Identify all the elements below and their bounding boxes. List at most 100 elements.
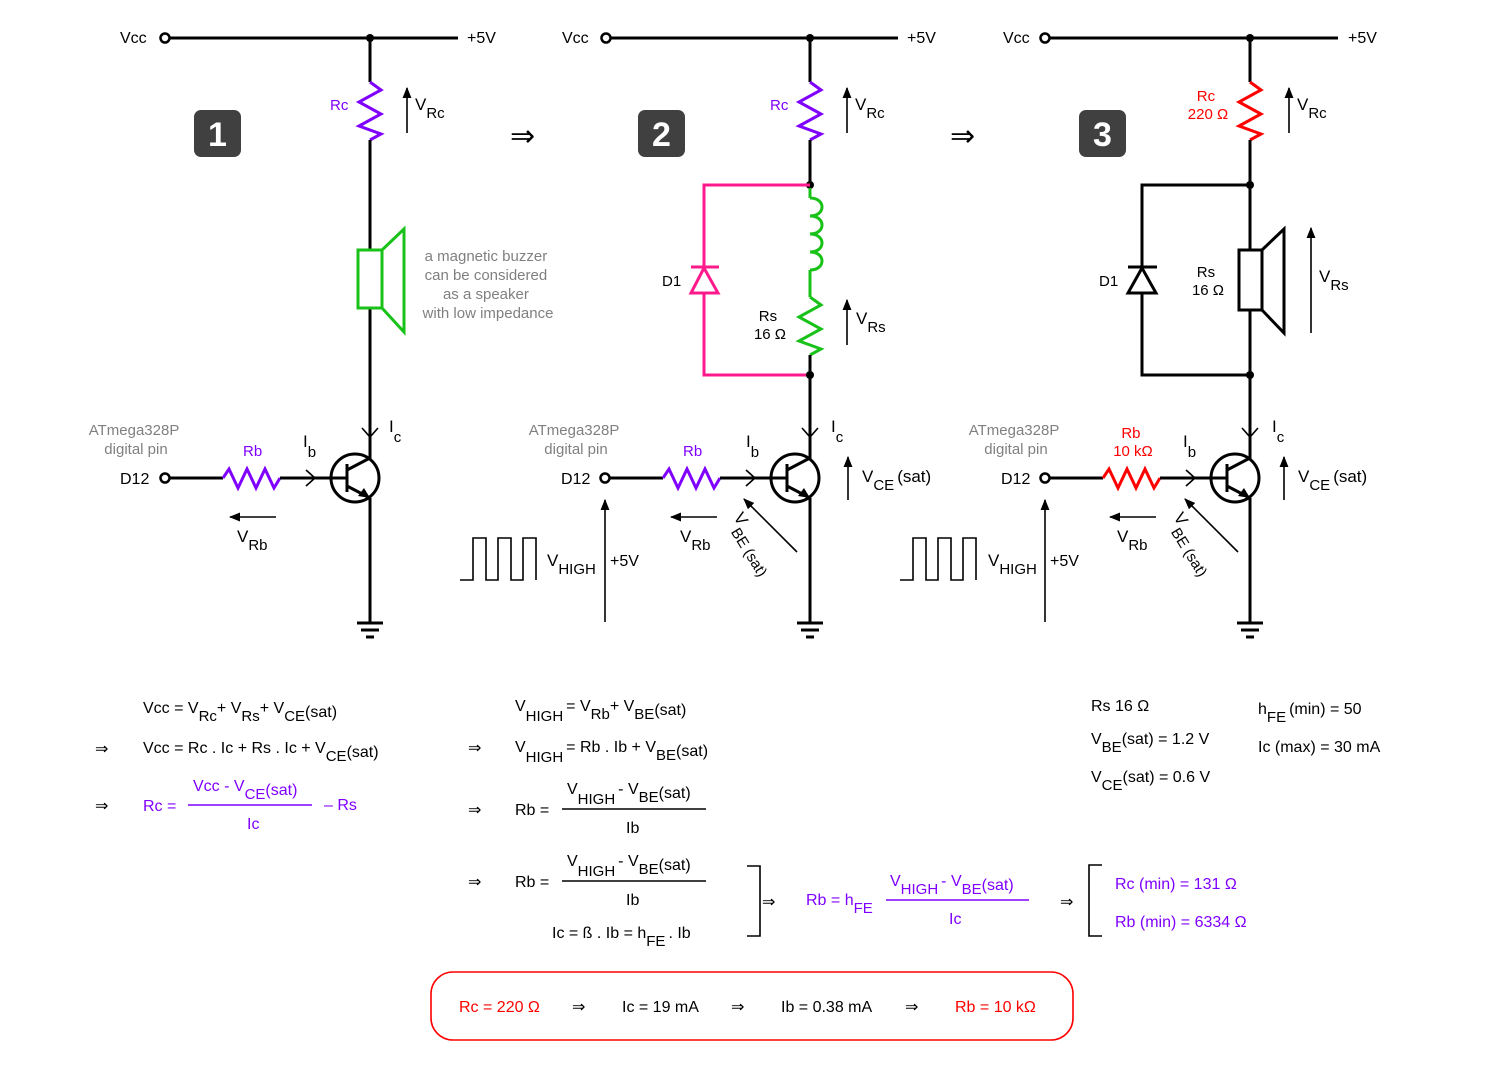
flyback-loop — [702, 183, 810, 377]
eq-vhigh-sum: VHIGH= VRb+ VBE(sat) — [515, 698, 686, 725]
rc-label: Rc 220 Ω — [1188, 88, 1228, 123]
vhigh-label: VHIGH — [988, 551, 1037, 578]
ic-label: Ic — [831, 417, 844, 446]
rs-resistor — [795, 295, 825, 357]
ib-label: Ib — [303, 432, 316, 461]
implies-arrow: ⇒ — [731, 999, 744, 1016]
ib-label: Ib — [746, 432, 759, 461]
given-values: Rs 16 Ω VBE(sat) = 1.2 V VCE(sat) = 0.6 … — [1091, 698, 1381, 794]
pin-label: D12 — [120, 471, 149, 488]
ic-arrow — [1241, 427, 1259, 439]
svg-text:Vcc - VCE(sat): Vcc - VCE(sat) — [193, 778, 297, 803]
vhigh-value: +5V — [1050, 553, 1079, 570]
square-wave-icon — [460, 537, 537, 581]
given-vce: VCE(sat) = 0.6 V — [1091, 769, 1210, 794]
vbe-label: VBE (sat) — [721, 509, 780, 580]
implies-arrow: ⇒ — [762, 894, 775, 911]
pin-label: D12 — [561, 471, 590, 488]
ic-arrow — [801, 427, 819, 439]
arrow-2-to-3: ⇒ — [950, 120, 975, 153]
svg-text:VHIGH- VBE(sat): VHIGH- VBE(sat) — [890, 873, 1014, 898]
result-rb-min: Rb (min) = 6334 Ω — [1115, 914, 1247, 931]
implies-arrow: ⇒ — [1060, 894, 1073, 911]
vcc-label: Vcc — [1003, 30, 1030, 47]
rb-label: Rb — [683, 443, 702, 460]
svg-text:Ib: Ib — [626, 820, 639, 837]
rs-label: Rs 16 Ω — [754, 308, 786, 343]
mcu-label: ATmega328P digital pin — [529, 422, 624, 458]
eq-ic-hfe: Ic = ß . Ib = hFE. Ib — [552, 925, 691, 950]
circuit-3: Vcc +5V Rc 220 Ω VRc 3 D1 — [900, 30, 1377, 639]
summary-rc: Rc = 220 Ω — [459, 999, 540, 1016]
step-badge-1: 1 — [194, 110, 241, 157]
left-bracket — [1088, 864, 1102, 937]
svg-text:VHIGH- VBE(sat): VHIGH- VBE(sat) — [567, 853, 691, 880]
result-rc-min: Rc (min) = 131 Ω — [1115, 876, 1237, 893]
npn-transistor-icon — [769, 452, 821, 504]
rb-resistor — [221, 465, 282, 492]
vrb-label: VRb — [237, 527, 268, 554]
rb-label: Rb — [243, 443, 262, 460]
svg-text:Ic: Ic — [247, 816, 259, 833]
svg-text:2: 2 — [652, 116, 671, 154]
implies-arrow: ⇒ — [572, 999, 585, 1016]
eq-vcc-expanded: Vcc = Rc . Ic + Rs . Ic + VCE(sat) — [143, 740, 379, 765]
svg-text:3: 3 — [1093, 116, 1112, 154]
svg-text:Rb =: Rb = — [515, 802, 549, 819]
svg-text:Ib: Ib — [626, 892, 639, 909]
eq-rb-formula-2: Rb = VHIGH- VBE(sat) Ib — [515, 853, 706, 909]
vrb-label: VRb — [680, 527, 711, 554]
collector-equations: Vcc = VRc+ VRs+ VCE(sat) ⇒ Vcc = Rc . Ic… — [95, 700, 379, 833]
pin-terminal — [599, 472, 611, 484]
vrb-label: VRb — [1117, 527, 1148, 554]
ib-label: Ib — [1183, 432, 1196, 461]
rb-resistor — [661, 465, 722, 492]
rc-resistor — [1235, 80, 1265, 142]
implies-arrow: ⇒ — [905, 999, 918, 1016]
mcu-label: ATmega328P digital pin — [969, 422, 1064, 458]
summary-ib: Ib = 0.38 mA — [781, 999, 872, 1016]
vbe-arrow — [743, 498, 798, 553]
mcu-label: ATmega328P digital pin — [89, 422, 184, 458]
vrs-label: VRs — [1319, 267, 1349, 294]
given-ic-max: Ic (max) = 30 mA — [1258, 739, 1381, 756]
supply-label: +5V — [1348, 30, 1377, 47]
svg-text:1: 1 — [208, 116, 227, 154]
vrs-label: VRs — [856, 309, 886, 336]
rc-label: Rc — [770, 97, 789, 114]
rb-label: Rb 10 kΩ — [1113, 425, 1153, 460]
diode-d1-icon — [688, 264, 721, 295]
supply-label: +5V — [907, 30, 936, 47]
ground-icon — [357, 621, 383, 639]
vrc-label: VRc — [1297, 95, 1327, 122]
vcc-label: Vcc — [562, 30, 589, 47]
arrow-1-to-2: ⇒ — [510, 120, 535, 153]
eq-rb-formula: Rb = VHIGH- VBE(sat) Ib — [515, 781, 706, 837]
d1-label: D1 — [1099, 273, 1118, 290]
svg-text:Rb = hFE: Rb = hFE — [806, 892, 873, 917]
given-rs: Rs 16 Ω — [1091, 698, 1149, 715]
svg-text:Rc =: Rc = — [143, 798, 176, 815]
implies-arrow: ⇒ — [468, 802, 481, 819]
vcc-terminal — [159, 32, 171, 44]
given-hfe: hFE(min) = 50 — [1258, 701, 1362, 726]
vcc-terminal — [600, 32, 612, 44]
ground-icon — [1237, 621, 1263, 639]
implies-arrow: ⇒ — [468, 874, 481, 891]
eq-vhigh-expanded: VHIGH= Rb . Ib + VBE(sat) — [515, 739, 708, 766]
eq-rc-formula: Rc = Vcc - VCE(sat) Ic – Rs — [143, 778, 357, 833]
vce-label: VCE(sat) — [862, 467, 931, 494]
base-equations: VHIGH= VRb+ VBE(sat) ⇒ VHIGH= Rb . Ib + … — [468, 698, 775, 950]
supply-label: +5V — [467, 30, 496, 47]
right-bracket — [747, 865, 761, 937]
inductor-coil-icon — [808, 188, 824, 297]
eq-vcc-sum: Vcc = VRc+ VRs+ VCE(sat) — [143, 700, 337, 725]
implies-arrow: ⇒ — [95, 741, 108, 758]
circuit-1: Vcc +5V Rc VRc 1 a magnetic buzzer can b… — [89, 30, 554, 639]
ic-label: Ic — [389, 417, 402, 446]
implies-arrow: ⇒ — [468, 740, 481, 757]
rb-resistor — [1101, 465, 1162, 492]
implies-arrow: ⇒ — [95, 798, 108, 815]
buzzer-note: a magnetic buzzer can be considered as a… — [422, 248, 554, 322]
